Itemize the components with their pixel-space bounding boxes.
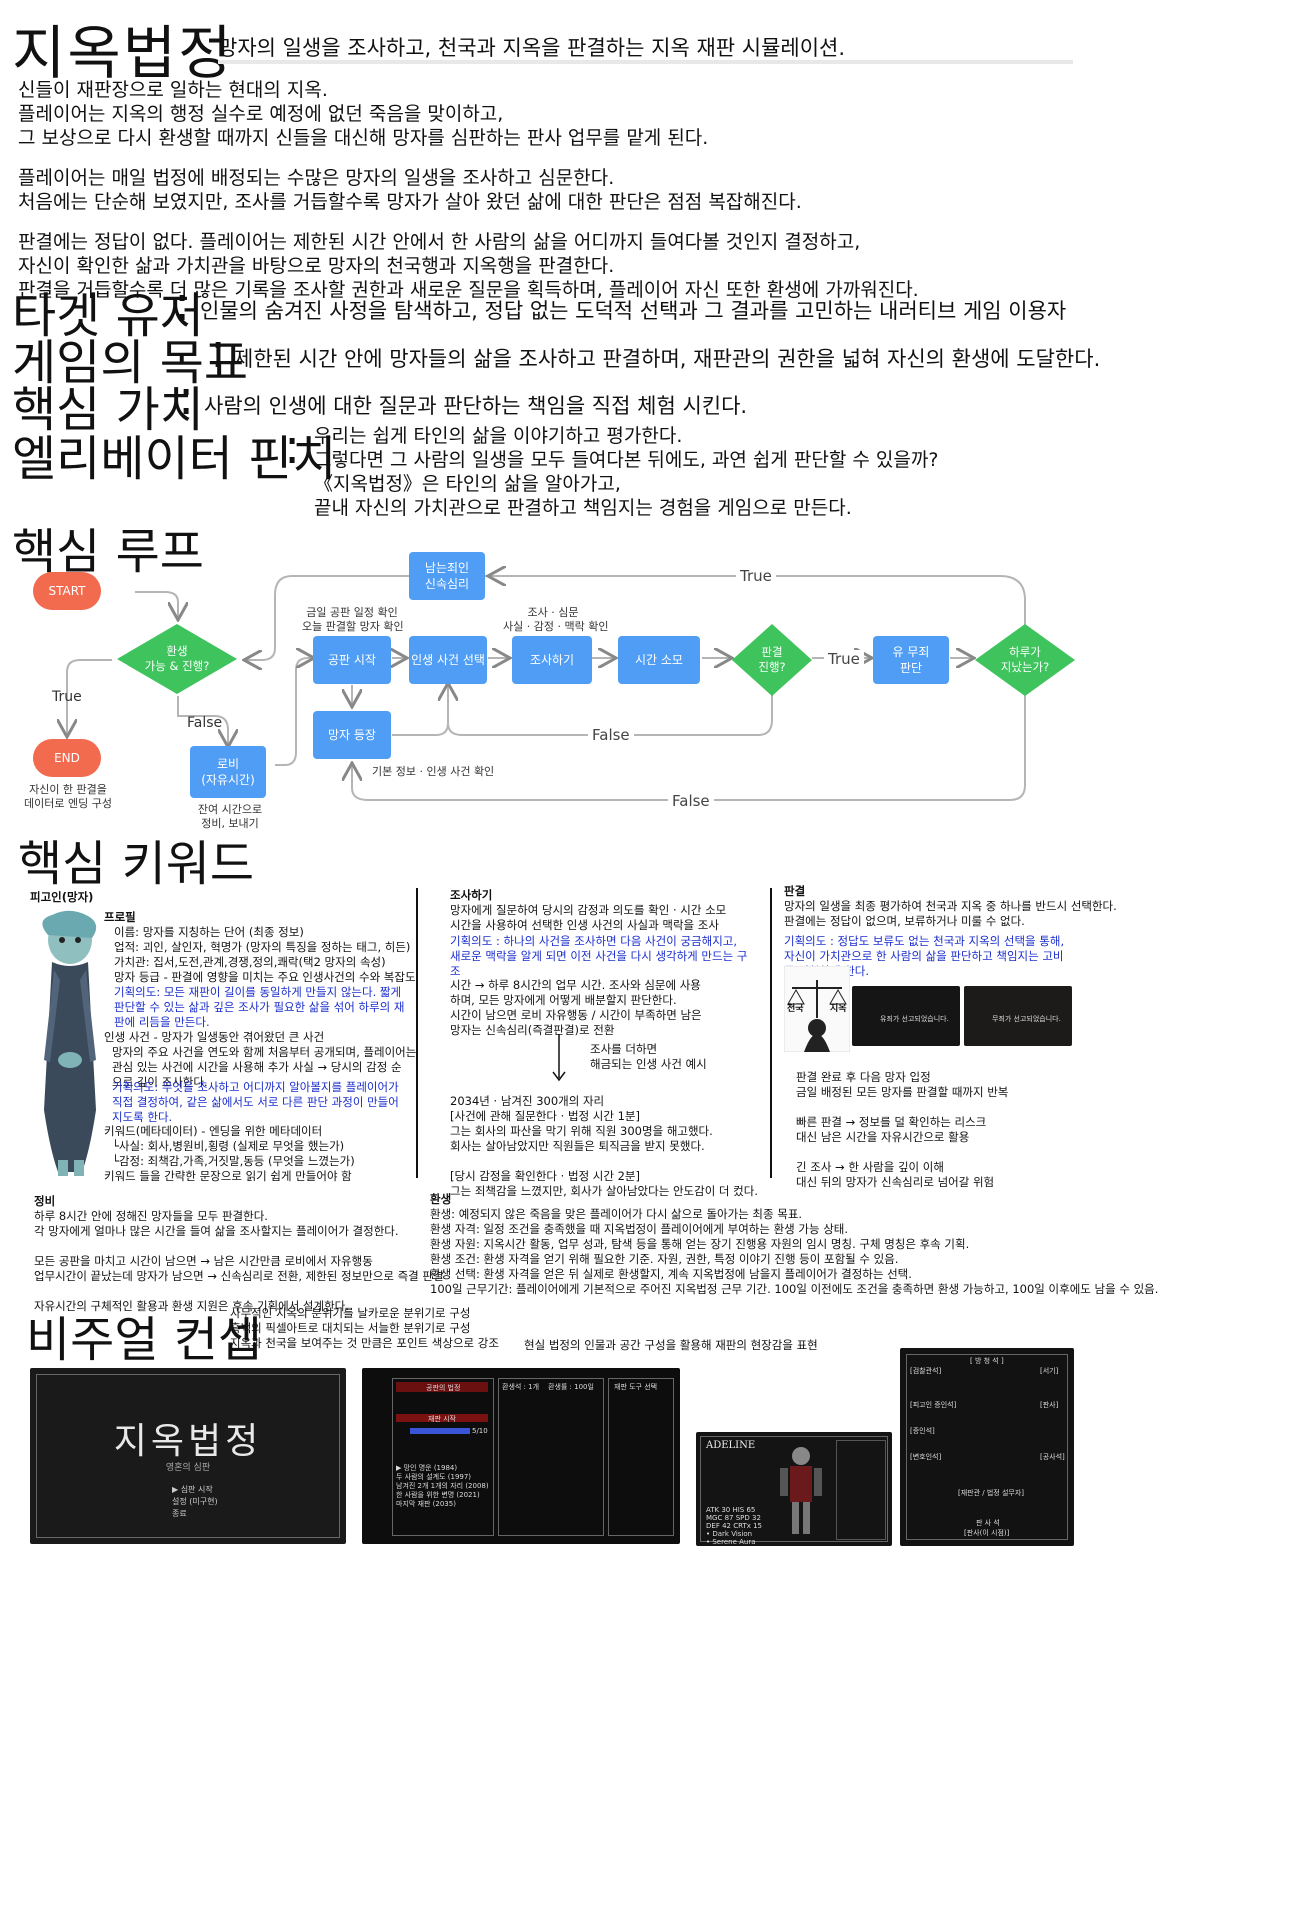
verdict-block: 판결 망자의 일생을 최종 평가하여 천국과 지옥 중 하나를 반드시 선택한다… <box>784 884 1117 928</box>
prep-block: 정비 하루 8시간 안에 정해진 망자들을 모두 판결한다.각 망자에게 얼마나… <box>34 1194 444 1313</box>
court-ui-mockup: 공판의 법정 환생석 : 1개 환생률 : 100일 재판 도구 선택 재판 시… <box>362 1368 680 1544</box>
loop-end: END <box>33 739 101 777</box>
edge-true-end: True <box>52 689 82 705</box>
edge-false-lobby: False <box>187 715 223 731</box>
loop-investigate: 조사하기 <box>512 636 592 684</box>
knight-sprite-image <box>780 1447 822 1534</box>
edge-true-guilt: True <box>824 650 864 668</box>
core-value-label: 핵심 가치 <box>12 382 204 438</box>
pitch-colon: : <box>284 419 301 475</box>
scale-heaven-label: 천국 <box>787 1004 804 1014</box>
title-underline <box>218 60 1073 64</box>
target-user-label: 타겟 유저 <box>12 288 204 344</box>
goal-label: 게임의 목표 <box>12 335 249 391</box>
innocent-scene-image: 무죄가 선고되었습니다. <box>964 986 1072 1046</box>
loop-lobby: 로비(자유시간) <box>190 746 266 798</box>
pitch-text: 우리는 쉽게 타인의 삶을 이야기하고 평가한다.그렇다면 그 사람의 일생을 … <box>314 425 939 519</box>
scale-hell-label: 지옥 <box>830 1004 847 1014</box>
page-title: 지옥법정 <box>12 19 234 87</box>
down-arrow-icon <box>552 1034 566 1082</box>
loop-deceased: 망자 등장 <box>313 711 391 759</box>
investigate-block: 조사하기 망자에게 질문하여 당시의 감정과 의도를 확인 · 시간 소모 시간… <box>450 888 727 932</box>
visual-note-right: 현실 법정의 인물과 공간 구성을 활용해 재판의 현장감을 표현 <box>524 1338 818 1352</box>
page-subtitle: 망자의 일생을 조사하고, 천국과 지옥을 판결하는 지옥 재판 시뮬레이션. <box>218 36 846 60</box>
target-user-colon: : <box>174 276 191 332</box>
column-divider <box>770 888 772 1178</box>
goal-text: 제한된 시간 안에 망자들의 삶을 조사하고 판결하며, 재판관의 권한을 넓혀… <box>234 347 1101 371</box>
defendant-ghost-image <box>42 910 97 1176</box>
goal-colon: : <box>210 323 227 379</box>
core-value-colon: : <box>178 370 195 426</box>
edge-false-day: False <box>668 792 714 810</box>
reincarnation-block: 환생 환생: 예정되지 않은 죽음을 맞은 플레이어가 다시 삶으로 돌아가는 … <box>430 1192 1159 1296</box>
scale-devil-image <box>784 966 850 1052</box>
profile-intent: 기획의도: 모든 재판이 길이를 동일하게 만들지 않는다. 짧게 판단할 수 … <box>114 985 405 1029</box>
guilty-scene-image: 유죄가 선고되었습니다. <box>852 986 960 1046</box>
courtroom-layout-mockup: [ 방 청 석 ] [검찰관석] [서기] [피고인 증인석] [판사] [증인… <box>900 1348 1074 1546</box>
loop-time-spent: 시간 소모 <box>618 636 700 684</box>
loop-select-event: 인생 사건 선택 <box>409 636 487 684</box>
event-example: 2034년 · 남겨진 300개의 자리[사건에 관해 질문한다 · 법정 시간… <box>450 1094 758 1198</box>
events-line-3: 관심 있는 사건에 시간을 사용해 추가 사실 → 당시의 감정 순으로 깊이 … <box>112 1060 402 1089</box>
target-user-text: 인물의 숨겨진 사정을 탐색하고, 정답 없는 도덕적 선택과 그 결과를 고민… <box>200 299 1067 323</box>
edge-true-leftover: True <box>736 567 776 585</box>
loop-trial-start: 공판 시작 <box>313 636 391 684</box>
visual-heading: 비주얼 컨셉 <box>26 1312 263 1368</box>
column-divider <box>416 888 418 1178</box>
investigate-intent: 기획의도 : 하나의 사건을 조사하면 다음 사건이 궁금해지고, 새로운 맥락… <box>450 934 748 978</box>
loop-heading: 핵심 루프 <box>12 524 204 580</box>
events-intent: 기획의도: 무엇을 조사하고 어디까지 알아볼지를 플레이어가 직접 결정하여,… <box>112 1080 399 1124</box>
profile-block: 프로필 이름: 망자를 지칭하는 단어 (최종 정보) 업적: 괴인, 살인자,… <box>104 910 416 984</box>
loop-deceased-note: 기본 정보 · 인생 사건 확인 <box>372 765 495 778</box>
core-value-text: 사람의 인생에 대한 질문과 판단하는 책임을 직접 체험 시킨다. <box>204 394 748 418</box>
defendant-title: 피고인(망자) <box>30 890 94 904</box>
loop-start: START <box>33 572 101 610</box>
events-block: 인생 사건 - 망자가 일생동안 겪어왔던 큰 사건 망자의 주요 사건을 연도… <box>104 1030 417 1059</box>
pitch-label: 엘리베이터 핀치 <box>12 431 337 487</box>
edge-false-verdict: False <box>588 726 634 744</box>
meta-block: 키워드(메타데이터) - 엔딩을 위한 메타데이터 └사실: 회사,병원비,횡령… <box>104 1124 355 1183</box>
intro-text: 신들이 재판장으로 일하는 현대의 지옥.플레이어는 지옥의 행정 실수로 예정… <box>18 79 919 301</box>
keywords-heading: 핵심 키워드 <box>18 836 255 892</box>
